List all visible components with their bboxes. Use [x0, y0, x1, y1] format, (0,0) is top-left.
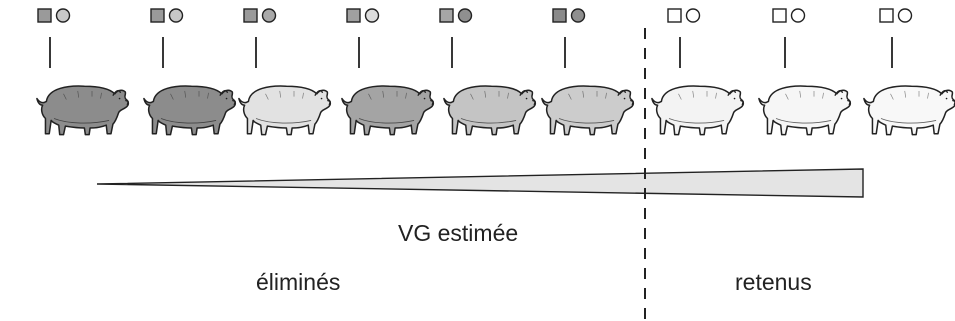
pig-icon — [443, 85, 537, 136]
pig-icon — [238, 85, 332, 136]
pig-icon — [143, 85, 237, 136]
label-retenus: retenus — [735, 269, 812, 295]
square-marker-icon — [243, 8, 258, 23]
pig-marker-group — [37, 8, 71, 68]
pig-marker-group — [346, 8, 380, 68]
caption-vg-estimee: VG estimée — [398, 220, 518, 246]
square-marker-icon — [879, 8, 894, 23]
circle-marker-icon — [457, 8, 473, 23]
label-elimines: éliminés — [256, 269, 340, 295]
circle-marker-icon — [168, 8, 184, 23]
circle-marker-icon — [364, 8, 380, 23]
circle-marker-icon — [55, 8, 71, 23]
pig-icon — [541, 85, 635, 136]
pig-icon — [758, 85, 852, 136]
pig-icon — [863, 85, 955, 136]
pig-icon — [341, 85, 435, 136]
pig-icon — [651, 85, 745, 136]
pig-marker-group — [439, 8, 473, 68]
breeding-value-wedge — [96, 168, 864, 198]
square-marker-icon — [150, 8, 165, 23]
square-marker-icon — [37, 8, 52, 23]
pig-marker-group — [772, 8, 806, 68]
square-marker-icon — [552, 8, 567, 23]
circle-marker-icon — [570, 8, 586, 23]
circle-marker-icon — [261, 8, 277, 23]
square-marker-icon — [772, 8, 787, 23]
pig-marker-group — [667, 8, 701, 68]
circle-marker-icon — [790, 8, 806, 23]
square-marker-icon — [346, 8, 361, 23]
pig-marker-group — [552, 8, 586, 68]
square-marker-icon — [439, 8, 454, 23]
circle-marker-icon — [685, 8, 701, 23]
pig-marker-group — [243, 8, 277, 68]
pig-icon — [36, 85, 130, 136]
pig-marker-group — [150, 8, 184, 68]
pig-marker-group — [879, 8, 913, 68]
circle-marker-icon — [897, 8, 913, 23]
square-marker-icon — [667, 8, 682, 23]
